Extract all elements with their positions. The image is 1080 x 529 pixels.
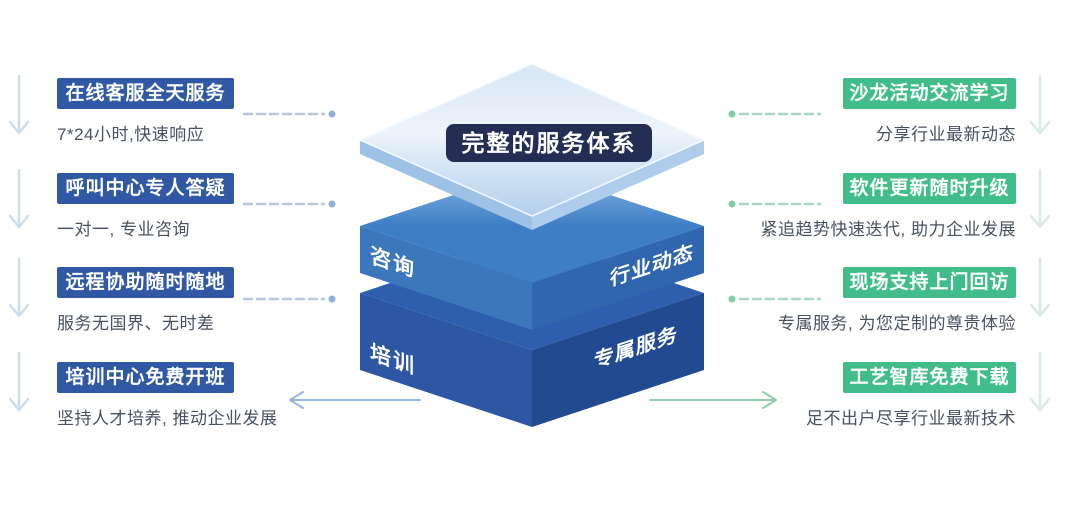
item-desc: 坚持人才培养, 推动企业发展 (57, 409, 278, 428)
down-arrow-icon (6, 257, 32, 323)
item-title: 呼叫中心专人答疑 (57, 173, 234, 204)
item-desc: 一对一, 专业咨询 (57, 220, 190, 239)
down-arrow-icon (6, 168, 32, 234)
item-title: 现场支持上门回访 (843, 267, 1016, 298)
item-salon-activity: 沙龙活动交流学习 分享行业最新动态 (686, 78, 1016, 145)
item-online-service: 在线客服全天服务 7*24小时,快速响应 (57, 78, 347, 145)
dashed-connector-icon (726, 292, 822, 304)
dashed-connector-icon (242, 107, 338, 119)
diagram-title-badge: 完整的服务体系 (462, 130, 637, 156)
item-title: 沙龙活动交流学习 (843, 78, 1016, 109)
item-desc: 紧追趋势快速迭代, 助力企业发展 (760, 220, 1016, 239)
item-title: 软件更新随时升级 (843, 173, 1016, 204)
bottom-plate-right-face (532, 293, 704, 427)
top-plate: 完整的服务体系 (358, 63, 706, 230)
item-title: 工艺智库免费下载 (843, 362, 1016, 393)
arrow-left-icon (284, 389, 422, 411)
service-pyramid-diagram: 培训 专属服务 咨询 行业动态 完整的服务体系 (358, 63, 706, 427)
down-arrow-icon (1027, 168, 1053, 234)
arrow-right-icon (648, 389, 782, 411)
item-remote-assist: 远程协助随时随地 服务无国界、无时差 (57, 267, 347, 334)
badge-background (446, 124, 652, 162)
dashed-connector-icon (726, 107, 822, 119)
down-arrow-icon (1027, 351, 1053, 417)
bottom-plate-left-face (360, 293, 532, 427)
top-plate-left-edge (360, 140, 532, 230)
item-desc: 分享行业最新动态 (876, 125, 1016, 144)
middle-plate: 咨询 行业动态 (360, 169, 704, 330)
top-plate-right-edge (532, 140, 704, 230)
item-onsite-support: 现场支持上门回访 专属服务, 为您定制的尊贵体验 (686, 267, 1016, 334)
dashed-connector-icon (726, 197, 822, 209)
item-training-center: 培训中心免费开班 坚持人才培养, 推动企业发展 (57, 362, 347, 429)
down-arrow-icon (1027, 257, 1053, 323)
item-call-center: 呼叫中心专人答疑 一对一, 专业咨询 (57, 173, 347, 240)
middle-plate-left-face (360, 226, 532, 330)
item-desc: 7*24小时,快速响应 (57, 125, 205, 144)
middle-plate-right-face (532, 226, 704, 330)
dashed-connector-icon (242, 292, 338, 304)
down-arrow-icon (1027, 74, 1053, 140)
item-desc: 足不出户尽享行业最新技术 (806, 409, 1016, 428)
item-title: 远程协助随时随地 (57, 267, 234, 298)
item-software-update: 软件更新随时升级 紧追趋势快速迭代, 助力企业发展 (686, 173, 1016, 240)
item-title: 在线客服全天服务 (57, 78, 234, 109)
item-desc: 服务无国界、无时差 (57, 314, 215, 333)
item-desc: 专属服务, 为您定制的尊贵体验 (778, 314, 1016, 333)
down-arrow-icon (6, 351, 32, 417)
item-title: 培训中心免费开班 (57, 362, 234, 393)
dashed-connector-icon (242, 197, 338, 209)
down-arrow-icon (6, 74, 32, 140)
item-tech-library: 工艺智库免费下载 足不出户尽享行业最新技术 (686, 362, 1016, 429)
